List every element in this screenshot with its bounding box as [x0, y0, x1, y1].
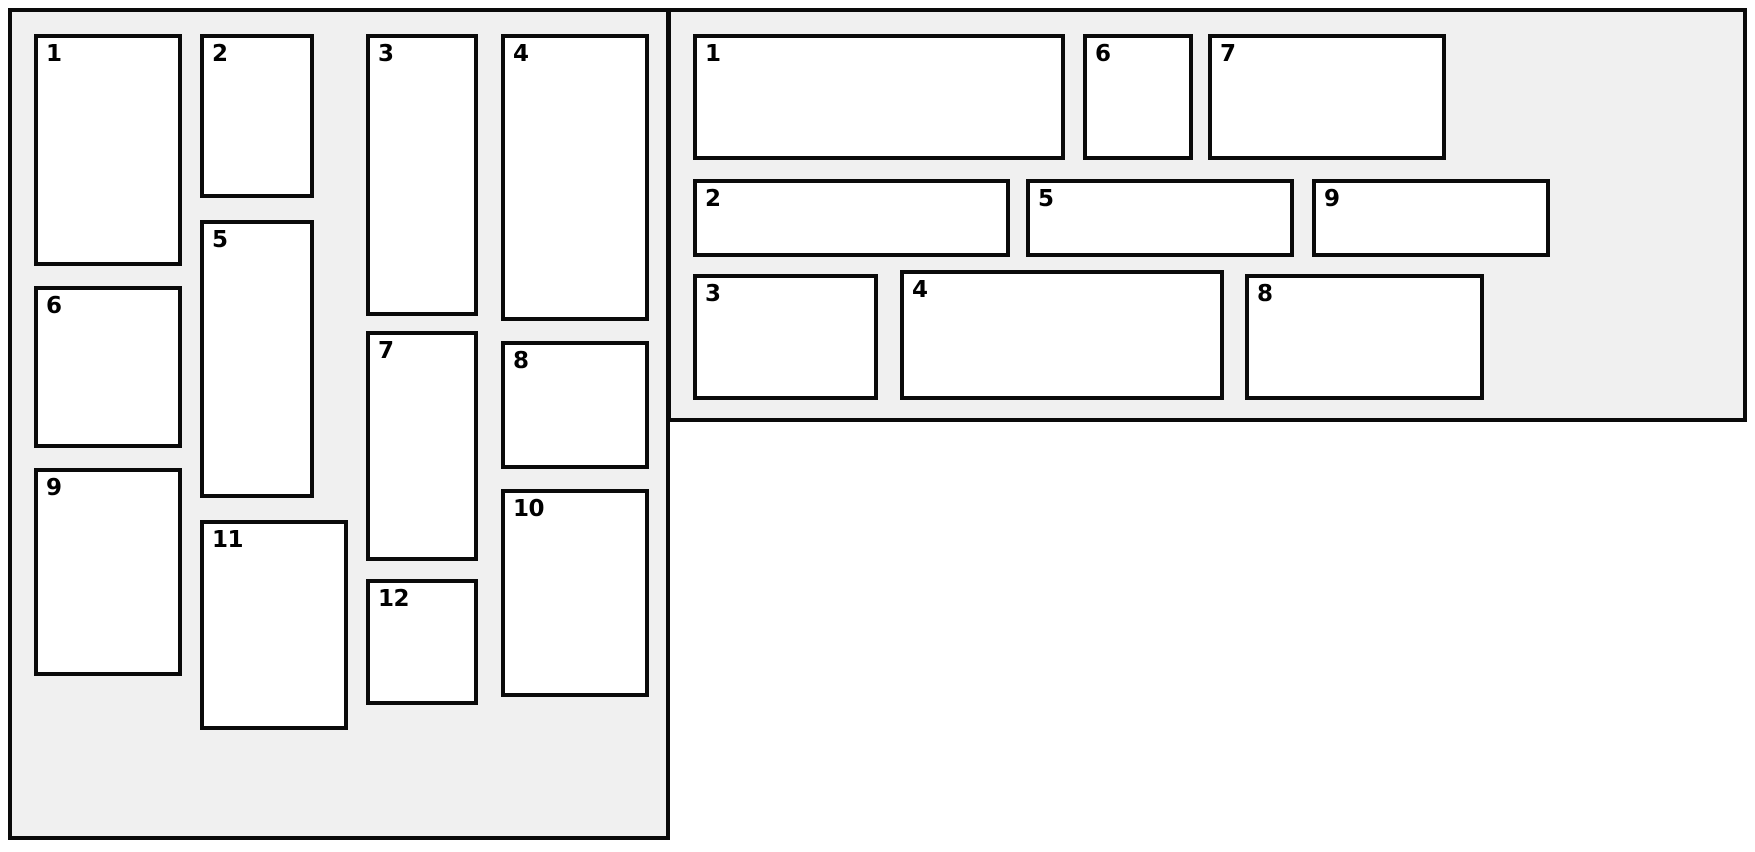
- item-label: 3: [378, 41, 394, 67]
- item-label: 8: [513, 348, 529, 374]
- item-label: 3: [705, 281, 721, 307]
- right-bin: 1 6 7 2 5 9 3 4 8: [667, 8, 1747, 422]
- packed-item[interactable]: 4: [900, 270, 1224, 400]
- item-label: 4: [912, 277, 928, 303]
- packed-item[interactable]: 8: [1245, 274, 1484, 400]
- item-label: 4: [513, 41, 529, 67]
- packed-item[interactable]: 7: [1208, 34, 1446, 160]
- item-label: 1: [46, 41, 62, 67]
- packed-item[interactable]: 6: [1083, 34, 1193, 160]
- packed-item[interactable]: 1: [693, 34, 1065, 160]
- item-label: 10: [513, 496, 545, 522]
- packed-item[interactable]: 6: [34, 286, 182, 448]
- item-label: 2: [212, 41, 228, 67]
- packed-item[interactable]: 12: [366, 579, 478, 705]
- packed-item[interactable]: 11: [200, 520, 348, 730]
- item-label: 9: [1324, 186, 1340, 212]
- item-label: 6: [46, 293, 62, 319]
- packed-item[interactable]: 1: [34, 34, 182, 266]
- packed-item[interactable]: 5: [200, 220, 314, 498]
- item-label: 8: [1257, 281, 1273, 307]
- item-label: 2: [705, 186, 721, 212]
- packed-item[interactable]: 10: [501, 489, 649, 697]
- packed-item[interactable]: 5: [1026, 179, 1294, 257]
- packed-item[interactable]: 7: [366, 331, 478, 561]
- item-label: 6: [1095, 41, 1111, 67]
- item-label: 5: [212, 227, 228, 253]
- item-label: 11: [212, 527, 244, 553]
- item-label: 12: [378, 586, 410, 612]
- item-label: 1: [705, 41, 721, 67]
- item-label: 5: [1038, 186, 1054, 212]
- packed-item[interactable]: 3: [366, 34, 478, 316]
- packed-item[interactable]: 9: [34, 468, 182, 676]
- packed-item[interactable]: 3: [693, 274, 878, 400]
- item-label: 7: [1220, 41, 1236, 67]
- item-label: 7: [378, 338, 394, 364]
- packed-item[interactable]: 2: [200, 34, 314, 198]
- packed-item[interactable]: 8: [501, 341, 649, 469]
- item-label: 9: [46, 475, 62, 501]
- packed-item[interactable]: 2: [693, 179, 1010, 257]
- packed-item[interactable]: 4: [501, 34, 649, 321]
- packed-item[interactable]: 9: [1312, 179, 1550, 257]
